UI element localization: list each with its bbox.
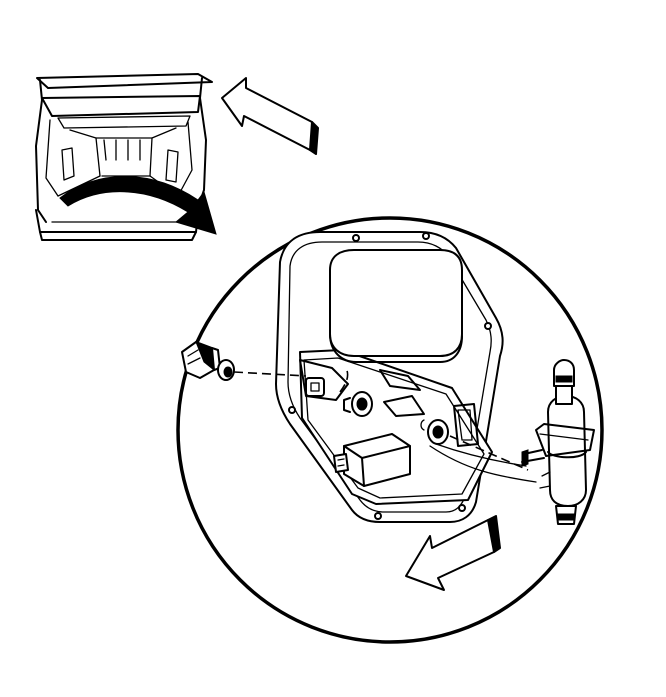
bulb-socket — [299, 359, 349, 401]
lamp-lens — [329, 249, 463, 363]
vehicle-rear-cargo-view — [35, 73, 217, 241]
electrical-connector — [521, 359, 595, 525]
retaining-nut — [217, 359, 235, 381]
retaining-nut — [343, 391, 373, 417]
relay-module — [333, 433, 411, 487]
bulb-socket — [420, 419, 449, 445]
wiring-harness — [233, 367, 537, 483]
detail-magnifier-circle — [176, 216, 604, 644]
bulb-socket — [181, 341, 221, 379]
curved-pointer-arrow — [59, 176, 217, 235]
direction-arrow — [221, 77, 319, 155]
direction-arrow — [405, 515, 501, 591]
